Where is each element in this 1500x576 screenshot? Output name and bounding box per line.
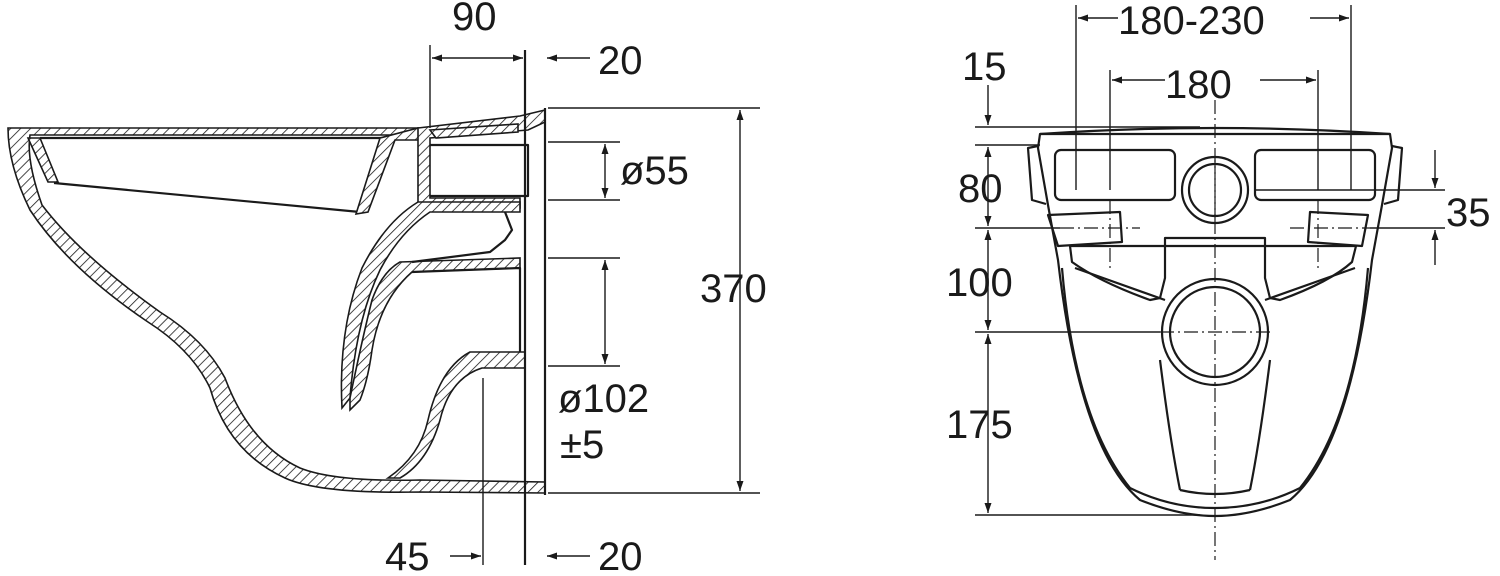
dim-outlet-diameter: ø102 [558, 377, 649, 421]
dim-top-offset: 20 [598, 39, 643, 83]
dim-bolt-range: 180-230 [1118, 0, 1265, 43]
bowl-inner [40, 136, 387, 214]
inlet-bore [430, 143, 530, 198]
front-pillar [354, 127, 421, 216]
dim-top-margin: 15 [962, 45, 1007, 89]
right-upper-recess [1253, 148, 1377, 202]
left-bolt-slot [1046, 210, 1124, 248]
dim-top-width: 90 [452, 0, 497, 39]
dim-height: 370 [700, 267, 767, 311]
bowl-shell [7, 127, 546, 494]
left-upper-recess [1053, 148, 1177, 202]
bowl-rim [26, 137, 60, 183]
center-divider [340, 201, 521, 411]
front-view: 180-230 180 15 80 35 100 175 [946, 0, 1491, 560]
dim-upper-holes: 80 [958, 167, 1003, 211]
dim-hole-spacing: 35 [1446, 191, 1491, 235]
inlet-top-flange [428, 123, 519, 139]
outlet-duct [385, 351, 526, 479]
central-bay [1068, 236, 1358, 302]
siphon-channel [349, 257, 521, 412]
side-view: 90 20 ø55 370 ø102 ±5 45 20 [7, 0, 767, 576]
dim-outlet-to-bottom: 175 [946, 403, 1013, 447]
dim-outlet-tolerance: ±5 [560, 423, 604, 467]
dim-bottom-width: 45 [385, 535, 430, 576]
dim-inlet-diameter: ø55 [620, 149, 689, 193]
dim-bolt-spacing: 180 [1165, 63, 1232, 107]
dim-bottom-offset: 20 [598, 535, 643, 576]
right-bolt-slot [1306, 210, 1370, 248]
front-body [1036, 126, 1394, 518]
outlet-inner [411, 211, 522, 352]
dim-inlet-to-outlet: 100 [946, 261, 1013, 305]
